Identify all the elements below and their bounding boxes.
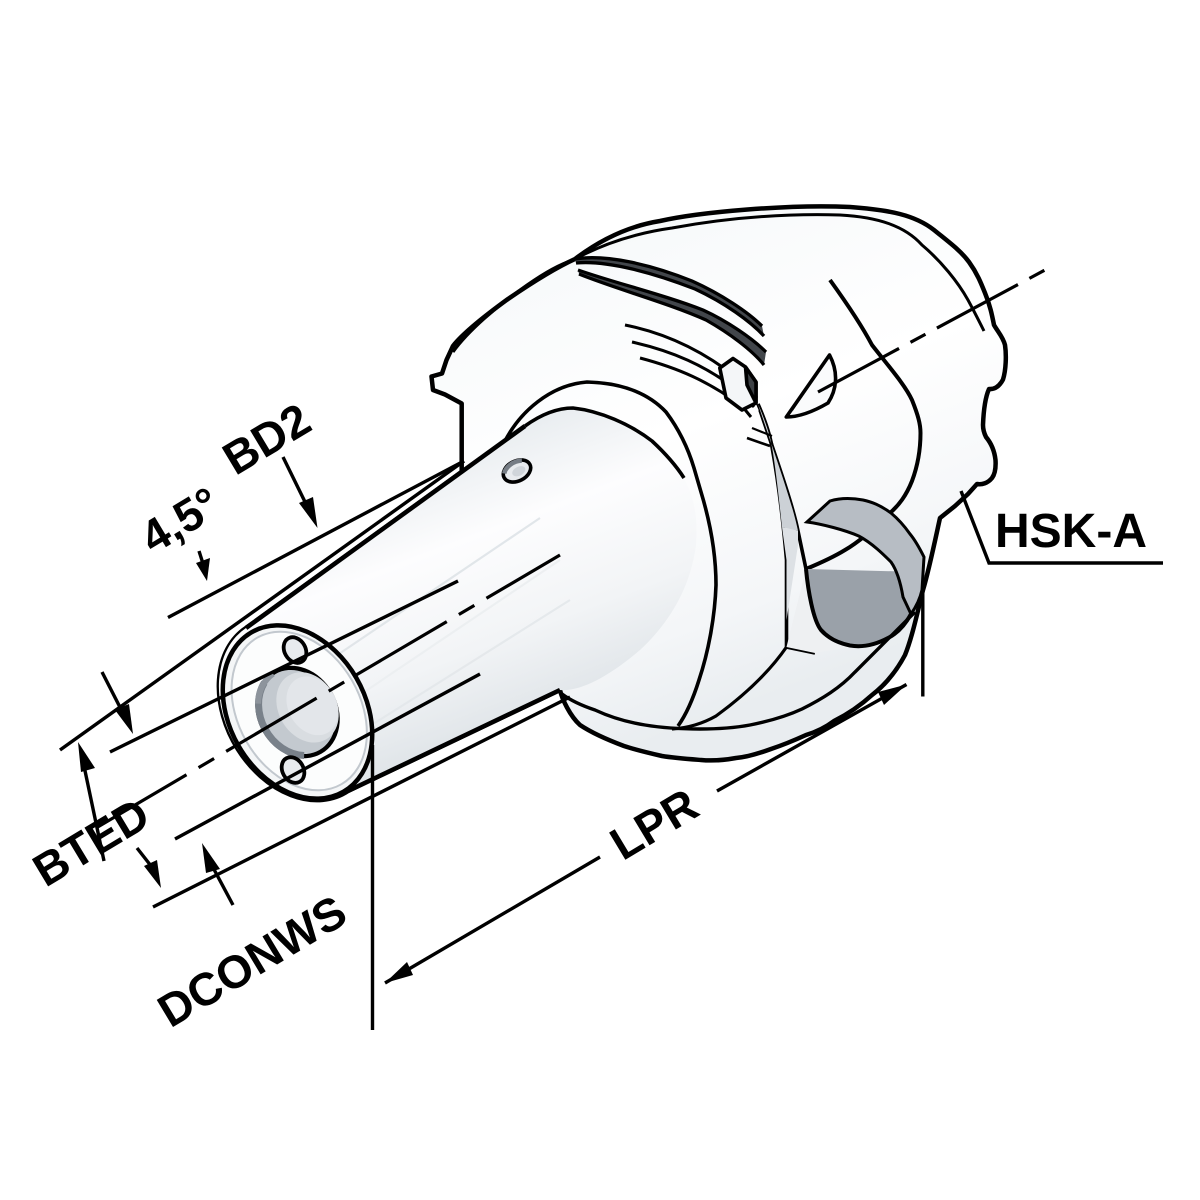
svg-text:HSK-A: HSK-A bbox=[995, 505, 1147, 558]
